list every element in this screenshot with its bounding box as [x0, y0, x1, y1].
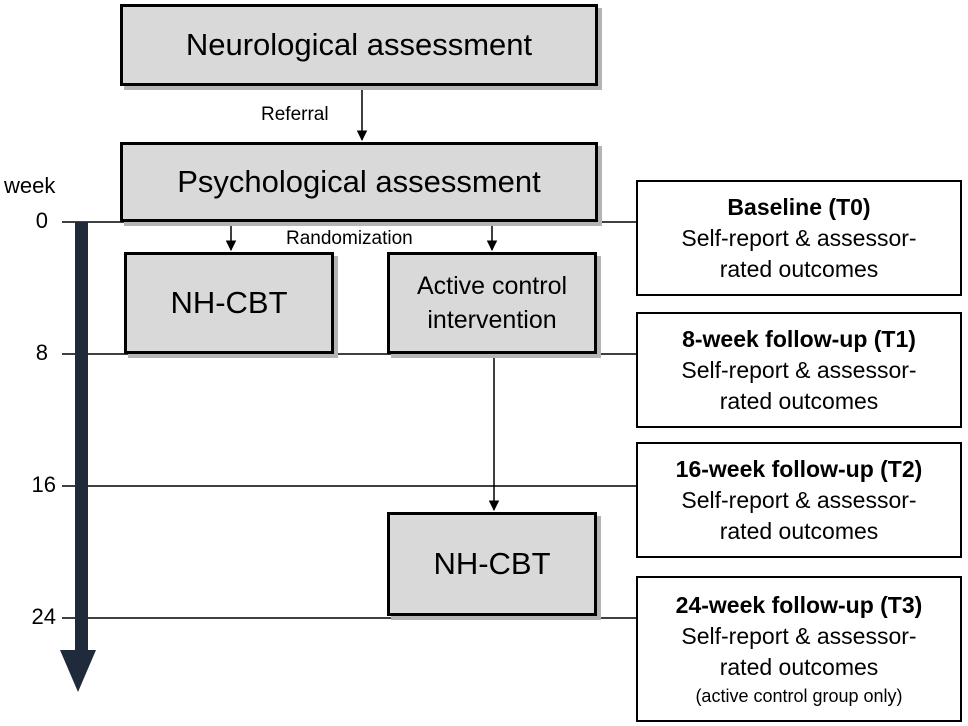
- active-control-box: Active control intervention: [387, 252, 597, 354]
- timeline-arrow-shaft: [75, 222, 88, 654]
- outcome-title: 16-week follow-up (T2): [675, 455, 923, 482]
- outcome-title: Baseline (T0): [727, 193, 871, 220]
- nh-cbt-label-delayed: NH-CBT: [433, 546, 551, 581]
- outcome-line: Self-report & assessor-: [681, 224, 917, 251]
- outcome-line: rated outcomes: [719, 255, 879, 282]
- neurological-assessment-label: Neurological assessment: [185, 27, 533, 62]
- outcome-box-24-week: 24-week follow-up (T3) Self-report & ass…: [636, 576, 962, 722]
- outcome-line: Self-report & assessor-: [681, 622, 917, 649]
- nh-cbt-label-immediate: NH-CBT: [170, 285, 288, 320]
- outcome-line: Self-report & assessor-: [681, 356, 917, 383]
- randomization-label: Randomization: [286, 228, 413, 249]
- week-tick-0: 0: [35, 208, 48, 233]
- referral-label: Referral: [261, 104, 329, 125]
- week-tick-24: 24: [31, 604, 56, 629]
- nh-cbt-box-delayed: NH-CBT: [387, 512, 597, 616]
- psychological-assessment-label: Psychological assessment: [177, 164, 541, 199]
- outcome-box-8-week: 8-week follow-up (T1) Self-report & asse…: [636, 312, 962, 428]
- outcome-line: rated outcomes: [719, 653, 879, 680]
- active-control-label-line2: intervention: [427, 306, 557, 334]
- outcome-line: rated outcomes: [719, 387, 879, 414]
- week-tick-16: 16: [31, 472, 56, 497]
- nh-cbt-box-immediate: NH-CBT: [124, 252, 334, 354]
- neurological-assessment-box: Neurological assessment: [120, 4, 598, 86]
- outcome-line: Self-report & assessor-: [681, 486, 917, 513]
- outcome-title: 24-week follow-up (T3): [675, 591, 923, 618]
- week-tick-8: 8: [35, 340, 48, 365]
- outcome-note: (active control group only): [695, 685, 903, 706]
- week-axis-title: week: [4, 173, 56, 198]
- active-control-label-line1: Active control: [416, 272, 568, 300]
- outcome-title: 8-week follow-up (T1): [682, 325, 916, 352]
- psychological-assessment-box: Psychological assessment: [120, 142, 598, 222]
- outcome-line: rated outcomes: [719, 517, 879, 544]
- timeline-arrow-head: [60, 650, 96, 692]
- outcome-box-16-week: 16-week follow-up (T2) Self-report & ass…: [636, 442, 962, 558]
- outcome-box-baseline: Baseline (T0) Self-report & assessor- ra…: [636, 180, 962, 296]
